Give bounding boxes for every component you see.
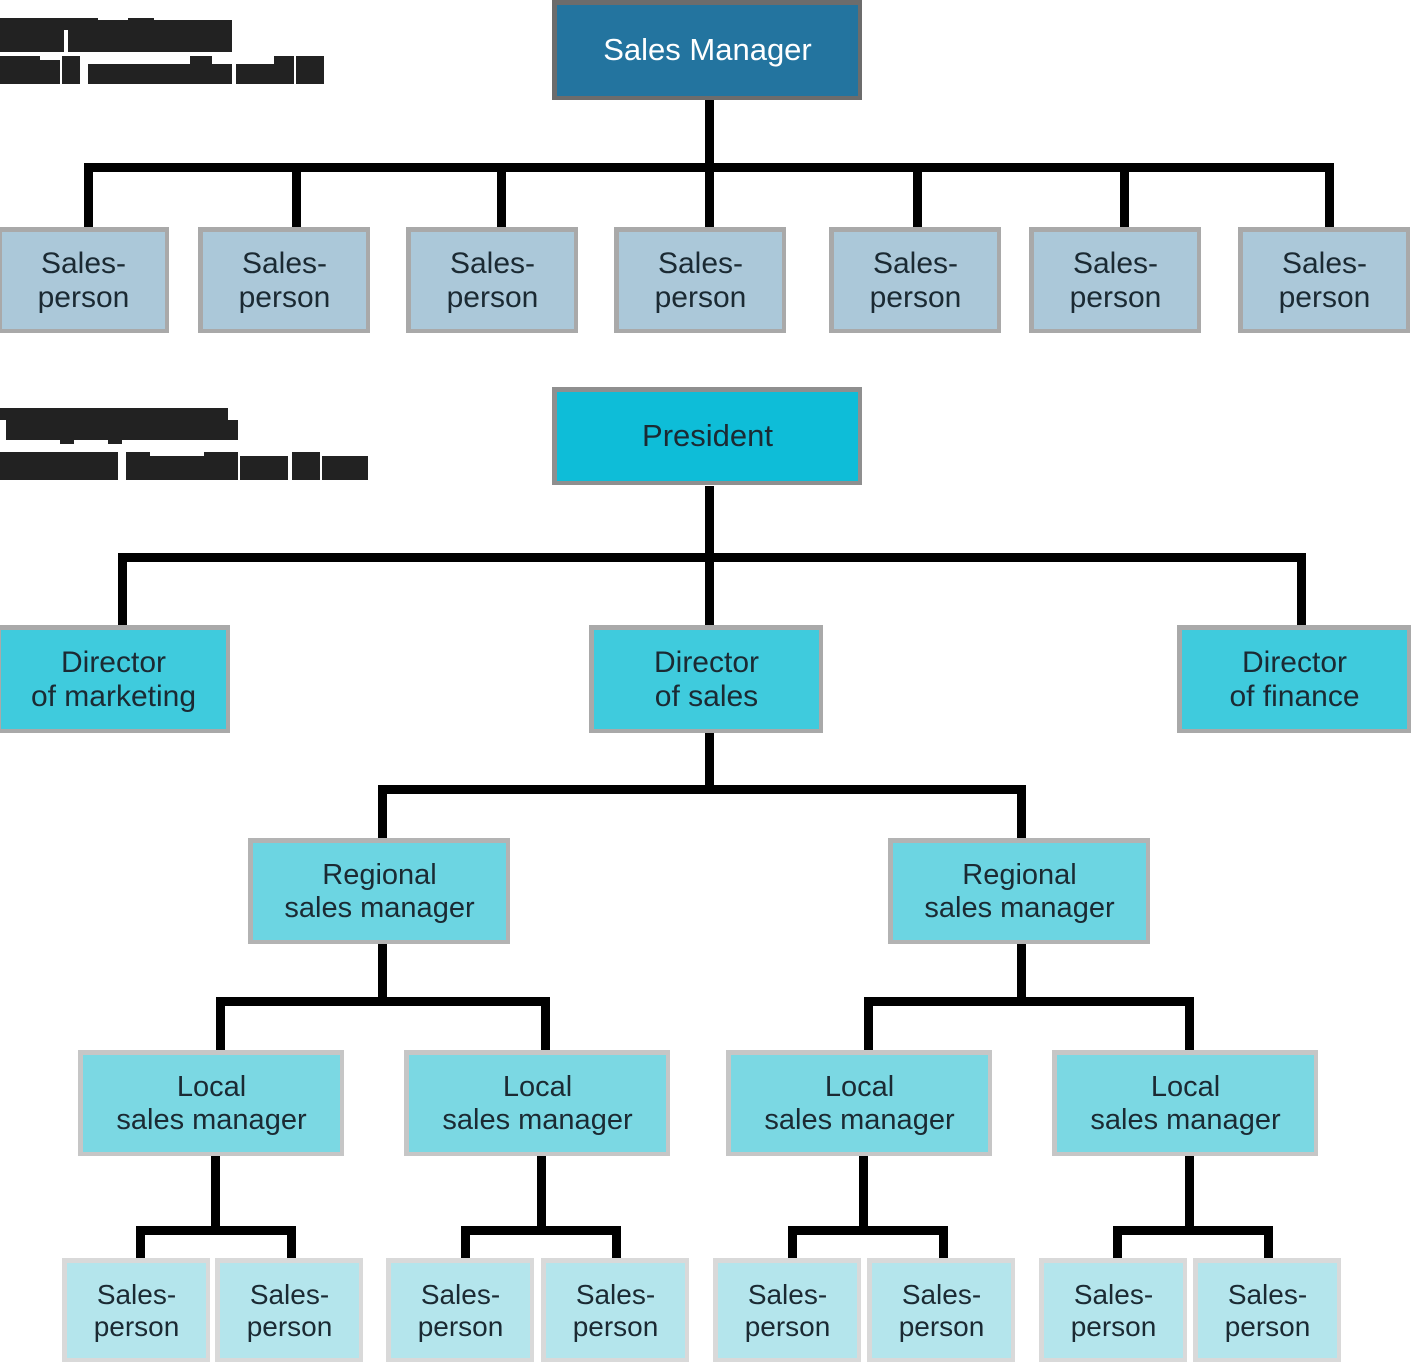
connector-line — [1113, 1226, 1122, 1276]
redaction-bar — [108, 438, 122, 444]
connector-line — [1264, 1226, 1273, 1276]
node-director-of-finance[interactable]: Director of finance — [1177, 625, 1411, 733]
connector-line — [859, 1154, 868, 1232]
connector-line — [378, 942, 387, 1000]
node-salesperson[interactable]: Sales- person — [541, 1258, 689, 1362]
connector-line — [913, 163, 922, 228]
connector-line — [864, 997, 873, 1052]
redaction-bar — [322, 456, 368, 480]
redaction-bar — [6, 418, 228, 440]
connector-line — [84, 163, 93, 228]
node-salesperson[interactable]: Sales- person — [406, 227, 578, 333]
node-salesperson[interactable]: Sales- person — [198, 227, 370, 333]
redaction-bar — [150, 456, 204, 480]
node-salesperson[interactable]: Sales- person — [62, 1258, 210, 1362]
connector-line — [211, 1154, 220, 1232]
connector-line — [1185, 1154, 1194, 1232]
connector-line — [788, 1226, 948, 1235]
connector-line — [1017, 785, 1026, 843]
connector-line — [378, 785, 387, 843]
connector-line — [1185, 997, 1194, 1052]
node-salesperson[interactable]: Sales- person — [713, 1258, 861, 1362]
node-salesperson[interactable]: Sales- person — [0, 227, 169, 333]
redaction-bar — [190, 56, 212, 84]
node-salesperson[interactable]: Sales- person — [867, 1258, 1015, 1362]
connector-line — [612, 1226, 621, 1276]
redaction-bar — [0, 408, 228, 420]
node-president[interactable]: President — [552, 387, 862, 485]
redaction-bar — [0, 452, 118, 480]
redaction-bar — [60, 438, 74, 444]
redaction-bar — [240, 456, 288, 480]
connector-line — [1297, 553, 1306, 625]
redaction-bar — [0, 28, 64, 52]
redaction-bar — [68, 28, 232, 52]
node-salesperson[interactable]: Sales- person — [829, 227, 1001, 333]
node-salesperson[interactable]: Sales- person — [1193, 1258, 1341, 1362]
connector-line — [136, 1226, 145, 1276]
connector-line — [378, 785, 1026, 794]
redaction-bar — [204, 452, 238, 480]
connector-line — [461, 1226, 470, 1276]
redaction-bar — [0, 56, 40, 84]
connector-line — [864, 997, 1194, 1006]
node-sales-manager[interactable]: Sales Manager — [552, 0, 862, 100]
redaction-bar — [62, 56, 80, 84]
caption-middle-redacted — [0, 408, 380, 480]
caption-top-redacted — [0, 18, 340, 84]
node-local-sales-manager[interactable]: Local sales manager — [78, 1050, 344, 1156]
node-salesperson[interactable]: Sales- person — [1238, 227, 1410, 333]
connector-line — [216, 997, 550, 1006]
redaction-bar — [228, 420, 238, 440]
connector-line — [136, 1226, 296, 1235]
connector-line — [1017, 942, 1026, 1000]
redaction-bar — [126, 452, 150, 480]
connector-line — [705, 731, 714, 791]
connector-line — [705, 163, 714, 228]
connector-line — [216, 997, 225, 1052]
node-salesperson[interactable]: Sales- person — [1039, 1258, 1187, 1362]
node-salesperson[interactable]: Sales- person — [614, 227, 786, 333]
node-salesperson[interactable]: Sales- person — [386, 1258, 534, 1362]
node-director-of-sales[interactable]: Director of sales — [589, 625, 823, 733]
connector-line — [541, 997, 550, 1052]
redaction-bar — [274, 56, 294, 84]
connector-line — [461, 1226, 621, 1235]
node-salesperson[interactable]: Sales- person — [1029, 227, 1201, 333]
redaction-bar — [70, 20, 232, 30]
node-local-sales-manager[interactable]: Local sales manager — [404, 1050, 670, 1156]
connector-line — [537, 1154, 546, 1232]
connector-line — [1325, 163, 1334, 228]
connector-line — [788, 1226, 797, 1276]
connector-line — [939, 1226, 948, 1276]
connector-line — [287, 1226, 296, 1276]
redaction-bar — [236, 64, 276, 84]
redaction-bar — [40, 60, 60, 84]
node-local-sales-manager[interactable]: Local sales manager — [1052, 1050, 1318, 1156]
connector-line — [1120, 163, 1129, 228]
redaction-bar — [296, 56, 324, 84]
node-regional-sales-manager[interactable]: Regional sales manager — [248, 838, 510, 944]
redaction-bar — [292, 452, 320, 480]
node-director-of-marketing[interactable]: Director of marketing — [0, 625, 230, 733]
connector-line — [292, 163, 301, 228]
node-local-sales-manager[interactable]: Local sales manager — [726, 1050, 992, 1156]
node-regional-sales-manager[interactable]: Regional sales manager — [888, 838, 1150, 944]
connector-line — [497, 163, 506, 228]
connector-line — [1113, 1226, 1273, 1235]
connector-line — [705, 486, 714, 558]
connector-line — [118, 553, 127, 625]
node-salesperson[interactable]: Sales- person — [215, 1258, 363, 1362]
connector-line — [705, 553, 714, 625]
connector-line — [705, 99, 714, 171]
